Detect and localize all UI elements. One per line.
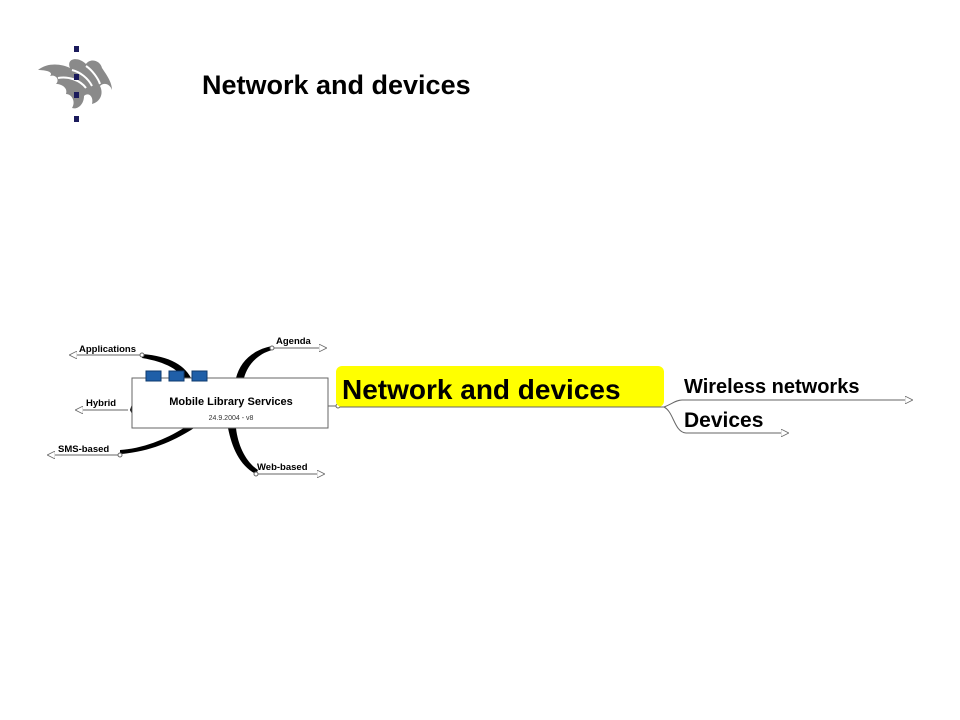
focus-node-highlight (336, 366, 664, 407)
branch-node-applications (139, 352, 145, 358)
focus-node-label: Network and devices (342, 374, 621, 405)
connector-webbased (228, 428, 258, 474)
central-node-box (131, 377, 329, 429)
branch-node-webbased (253, 471, 259, 477)
branch-label-applications: Applications (79, 344, 136, 355)
branch-node-sms (117, 452, 123, 458)
box-icon-2 (168, 370, 185, 382)
child-label-wireless: Wireless networks (684, 376, 859, 398)
page-title: Network and devices (202, 70, 471, 100)
child-label-devices: Devices (684, 409, 763, 432)
child-connector-wireless (663, 400, 912, 408)
central-node-subtitle: 24.9.2004 - v8 (209, 415, 254, 422)
central-node-title: Mobile Library Services (169, 396, 293, 408)
logo-dot-3 (74, 74, 79, 80)
connector-agenda (236, 346, 272, 378)
logo-ribs (57, 65, 101, 89)
branch-label-sms: SMS-based (58, 444, 109, 455)
logo-dot-2 (74, 116, 79, 122)
box-icon-1 (145, 370, 162, 382)
child-connector-devices (663, 406, 788, 433)
university-logo (38, 46, 112, 122)
box-icon-3 (191, 370, 208, 382)
branch-label-hybrid: Hybrid (86, 398, 116, 409)
logo-dot-1 (74, 46, 79, 52)
branch-node-agenda (269, 345, 275, 351)
branch-label-agenda: Agenda (276, 336, 312, 347)
branch-label-webbased: Web-based (257, 462, 308, 473)
logo-dot-4 (74, 92, 79, 98)
flame-icon (38, 59, 112, 109)
